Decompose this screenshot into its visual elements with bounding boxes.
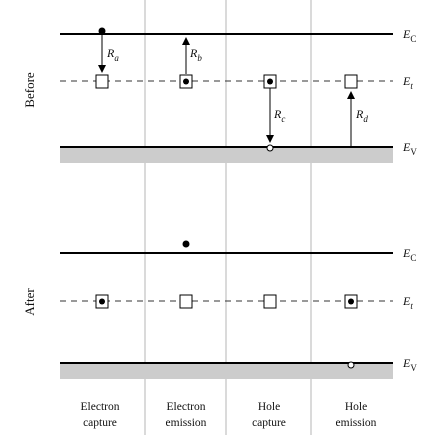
rate-rb-label: Rb xyxy=(189,46,202,63)
trapped-electron xyxy=(183,78,189,85)
rate-rd-label: Rd xyxy=(355,107,368,124)
ec-label-after: EC xyxy=(402,246,416,263)
before-label: Before xyxy=(22,72,37,108)
rate-rc-label: Rc xyxy=(273,107,285,124)
valence-band-after xyxy=(60,363,393,379)
caption-electron-capture-line1: Electron xyxy=(81,401,120,413)
electron-dot xyxy=(182,240,190,248)
caption-hole-emission-line2: emission xyxy=(336,417,377,429)
et-label-after: Et xyxy=(402,294,413,311)
valence-band-before xyxy=(60,147,393,163)
rate-ra-label: Ra xyxy=(106,46,119,63)
after-label: After xyxy=(22,288,37,316)
process-captions: Electron capture Electron emission Hole … xyxy=(81,401,377,429)
after-panel: After EC Et EV xyxy=(22,240,417,379)
ec-label-before: EC xyxy=(402,27,416,44)
caption-hole-emission-line1: Hole xyxy=(345,401,367,413)
caption-hole-capture-line2: capture xyxy=(252,417,286,429)
trap-state-box xyxy=(263,294,277,309)
trap-state-box xyxy=(344,74,358,89)
hole-circle xyxy=(266,144,274,152)
trapped-electron xyxy=(99,298,105,305)
trap-state-box xyxy=(179,294,193,309)
before-panel: Before EC Et EV Ra Rb Rc Rd xyxy=(22,27,417,163)
caption-electron-capture-line2: capture xyxy=(83,417,117,429)
hole-circle xyxy=(347,361,355,369)
trapped-electron xyxy=(267,78,273,85)
trap-state-box xyxy=(95,74,109,89)
electron-dot xyxy=(98,27,106,35)
trapped-electron xyxy=(348,298,354,305)
et-label-before: Et xyxy=(402,74,413,91)
ev-label-before: EV xyxy=(402,140,417,157)
ev-label-after: EV xyxy=(402,356,417,373)
caption-hole-capture-line1: Hole xyxy=(258,401,280,413)
caption-electron-emission-line2: emission xyxy=(166,417,207,429)
caption-electron-emission-line1: Electron xyxy=(167,401,206,413)
